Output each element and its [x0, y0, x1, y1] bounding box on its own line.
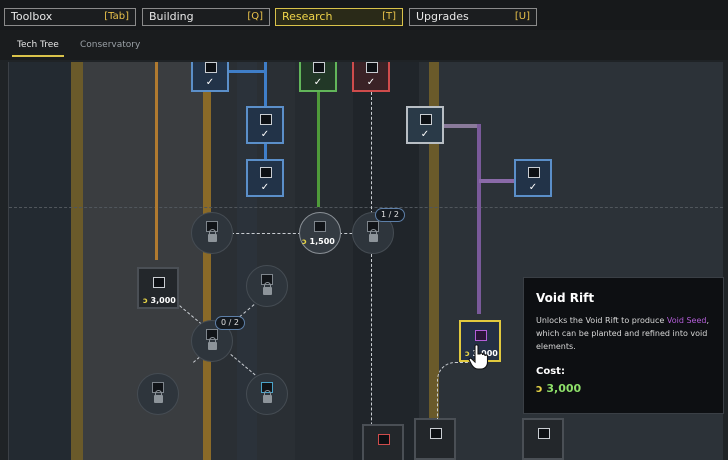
tab-research-key: [T]: [382, 11, 396, 22]
background-conveyor: [203, 62, 211, 460]
connector-orange: [155, 62, 158, 260]
lock-icon: [208, 337, 217, 350]
tech-node-completed[interactable]: ✓: [191, 62, 229, 92]
lock-icon: [369, 229, 378, 242]
tech-tooltip: Void Rift Unlocks the Void Rift to produ…: [523, 277, 724, 414]
tech-tree-canvas[interactable]: ✓ ✓ ✓ ✓ ✓ ✓ ✓ ↄ 3,000 ↄ 3,000: [8, 62, 723, 460]
connector-locked: [231, 233, 301, 234]
tech-node-locked[interactable]: [137, 373, 179, 415]
tooltip-description: Unlocks the Void Rift to produce Void Se…: [536, 316, 709, 351]
tab-toolbox-key: [Tab]: [104, 11, 129, 22]
background-strip: [9, 62, 71, 460]
connector-locked: [371, 254, 372, 460]
tech-icon: [260, 114, 272, 125]
progress-badge: 0 / 2: [215, 316, 245, 330]
progress-badge: 1 / 2: [375, 208, 405, 222]
tech-icon: [313, 62, 325, 73]
connector-blue: [227, 70, 267, 73]
check-icon: ✓: [205, 77, 215, 88]
tech-node-completed[interactable]: ✓: [514, 159, 552, 197]
tech-icon: [260, 167, 272, 178]
tech-icon: [538, 428, 550, 439]
connector-locked: [437, 362, 478, 419]
tech-icon: [420, 114, 432, 125]
check-icon: ✓: [260, 129, 270, 140]
lock-icon: [263, 390, 272, 403]
tab-building-label: Building: [149, 10, 194, 23]
check-icon: ✓: [420, 129, 430, 140]
sub-tab-tech-tree[interactable]: Tech Tree: [17, 40, 59, 50]
connector-locked: [339, 233, 363, 234]
tech-icon: [430, 428, 442, 439]
tab-toolbox-label: Toolbox: [11, 10, 53, 23]
tab-building-key: [Q]: [247, 11, 263, 22]
tech-node-locked[interactable]: [191, 320, 233, 362]
tech-node-completed[interactable]: ✓: [299, 62, 337, 92]
tech-icon: [378, 434, 390, 445]
connector-blue: [264, 62, 267, 122]
lock-icon: [208, 229, 217, 242]
hand-cursor-icon: [468, 344, 489, 370]
check-icon: ✓: [366, 77, 376, 88]
tech-node-available[interactable]: ↄ 1,500: [299, 212, 341, 254]
void-rift-icon: [475, 330, 487, 341]
tech-icon: [528, 167, 540, 178]
tech-icon: [205, 62, 217, 73]
tech-cost: ↄ 1,500: [302, 237, 335, 246]
tech-node-completed[interactable]: ✓: [352, 62, 390, 92]
background-floor: [295, 62, 353, 460]
tech-icon: [314, 221, 326, 232]
connector-purple: [444, 124, 479, 128]
tech-node-available[interactable]: ↄ 3,000: [137, 267, 179, 309]
tab-upgrades-label: Upgrades: [416, 10, 469, 23]
tab-upgrades-key: [U]: [514, 11, 530, 22]
grid-dashed-line: [9, 207, 723, 208]
check-icon: ✓: [260, 182, 270, 193]
top-bar: Toolbox [Tab] Building [Q] Research [T] …: [0, 0, 728, 30]
connector-blue: [264, 140, 267, 162]
tech-icon: [153, 277, 165, 288]
tech-cost: ↄ 3,000: [465, 349, 498, 358]
connector-purple: [479, 179, 515, 183]
tech-node-locked[interactable]: [191, 212, 233, 254]
connector-green: [317, 92, 320, 207]
active-sub-tab-underline: [12, 55, 64, 57]
background-conveyor: [71, 62, 83, 460]
connector-purple: [477, 124, 481, 314]
tooltip-cost-label: Cost:: [536, 366, 565, 377]
connector-locked: [371, 92, 372, 224]
check-icon: ✓: [528, 182, 538, 193]
tech-node-completed[interactable]: ✓: [406, 106, 444, 144]
currency-icon: ↄ: [465, 349, 470, 358]
tech-node-completed[interactable]: ✓: [246, 159, 284, 197]
lock-icon: [263, 282, 272, 295]
currency-icon: ↄ: [302, 237, 307, 246]
tech-node-locked[interactable]: [362, 424, 404, 460]
lock-icon: [154, 390, 163, 403]
tooltip-highlight: Void Seed: [666, 316, 707, 325]
tech-cost: ↄ 3,000: [143, 296, 176, 305]
tab-research-label: Research: [282, 10, 333, 23]
tooltip-title: Void Rift: [536, 291, 595, 305]
check-icon: ✓: [313, 77, 323, 88]
sub-tab-bar: Tech Tree Conservatory: [0, 30, 728, 60]
tab-upgrades[interactable]: Upgrades [U]: [409, 8, 537, 26]
currency-icon: ↄ: [143, 296, 148, 305]
tech-node-completed[interactable]: ✓: [246, 106, 284, 144]
tech-node-locked[interactable]: [246, 265, 288, 307]
tech-node-locked[interactable]: [414, 418, 456, 460]
sub-tab-conservatory[interactable]: Conservatory: [80, 40, 141, 50]
tab-toolbox[interactable]: Toolbox [Tab]: [4, 8, 136, 26]
tab-research[interactable]: Research [T]: [275, 8, 403, 26]
tooltip-cost: ↄ 3,000: [536, 382, 582, 395]
tech-node-locked[interactable]: [522, 418, 564, 460]
currency-icon: ↄ: [536, 382, 543, 395]
tech-icon: [366, 62, 378, 73]
background-conveyor: [429, 62, 439, 460]
tech-node-locked[interactable]: [246, 373, 288, 415]
tab-building[interactable]: Building [Q]: [142, 8, 270, 26]
